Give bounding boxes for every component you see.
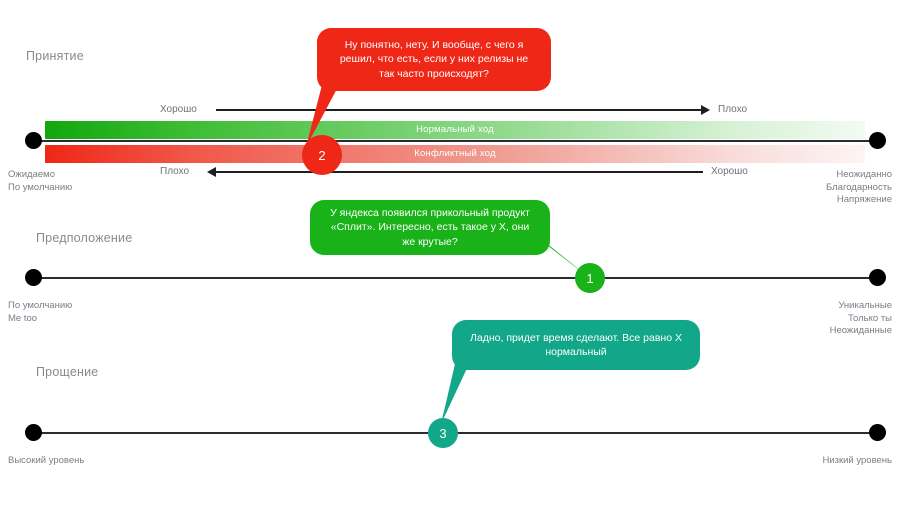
marker-1[interactable]: 1 (575, 263, 605, 293)
section-title-forgiveness: Прощение (36, 365, 99, 379)
bar-normal-course (45, 121, 865, 139)
axis-line-acceptance (33, 140, 879, 142)
axis-caption-left-forgiveness: Высокий уровень (8, 455, 85, 466)
speech-bubble-2[interactable]: Ну понятно, нету. И вообще, с чего я реш… (317, 28, 551, 91)
arrow-label-acceptance-top-right: Плохо (718, 104, 748, 115)
bar-conflict-course (45, 145, 865, 163)
arrow-shaft-acceptance-bottom (216, 171, 703, 173)
arrow-shaft-acceptance-top (216, 109, 703, 111)
arrow-label-acceptance-bottom-right: Хорошо (711, 166, 748, 177)
speech-bubble-3[interactable]: Ладно, придет время сделают. Все равно X… (452, 320, 700, 370)
bar-label-conflict-course: Конфликтный ход (414, 148, 496, 159)
axis-caption-right-assumption: Уникальные Только ты Неожиданные (829, 300, 892, 336)
axis-endpoint-right-acceptance (869, 132, 886, 149)
axis-caption-left-acceptance: Ожидаемо По умолчанию (8, 169, 73, 193)
speech-bubble-3-tail-icon (441, 364, 469, 424)
bar-label-normal-course: Нормальный ход (416, 124, 494, 135)
axis-caption-right-acceptance: Неожиданно Благодарность Напряжение (826, 169, 892, 205)
arrow-label-acceptance-bottom-left: Плохо (160, 166, 190, 177)
arrow-row-acceptance-bottom: Плохо Хорошо (160, 165, 748, 179)
axis-endpoint-left-acceptance (25, 132, 42, 149)
axis-endpoint-right-assumption (869, 269, 886, 286)
axis-endpoint-right-forgiveness (869, 424, 886, 441)
section-title-acceptance: Принятие (26, 49, 84, 63)
arrow-head-left-icon (207, 166, 216, 177)
axis-endpoint-left-assumption (25, 269, 42, 286)
arrow-head-right-icon (701, 104, 710, 115)
speech-bubble-2-tail-icon (306, 85, 339, 147)
axis-endpoint-left-forgiveness (25, 424, 42, 441)
arrow-label-acceptance-top-left: Хорошо (160, 104, 197, 115)
axis-line-assumption (33, 277, 879, 279)
speech-bubble-1[interactable]: У яндекса появился прикольный продукт «С… (310, 200, 550, 255)
axis-caption-right-forgiveness: Низкий уровень (822, 455, 892, 466)
axis-caption-left-assumption: По умолчанию Me too (8, 300, 73, 324)
section-title-assumption: Предположение (36, 231, 133, 245)
marker-2[interactable]: 2 (302, 135, 342, 175)
marker-3[interactable]: 3 (428, 418, 458, 448)
arrow-row-acceptance-top: Хорошо Плохо (160, 103, 747, 117)
